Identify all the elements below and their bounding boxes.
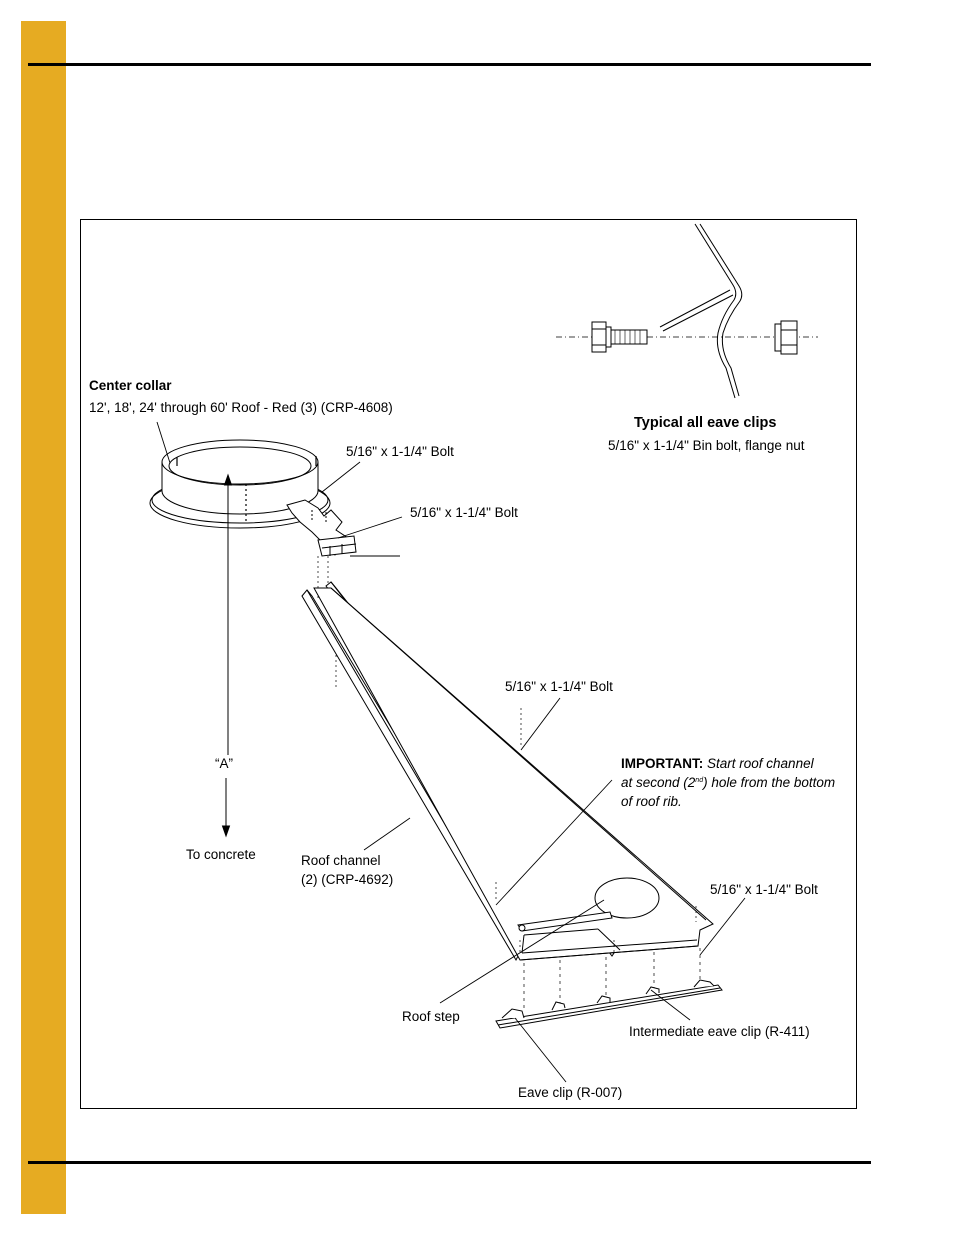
leader-lines	[156, 421, 746, 1083]
collar-bolt-label: 5/16" x 1-1/4" Bolt	[346, 444, 454, 459]
rib-top-bolt-label: 5/16" x 1-1/4" Bolt	[410, 505, 518, 520]
sidebar-color-tab	[21, 21, 66, 1214]
roof-panel	[313, 587, 714, 961]
eave-clips-description: 5/16" x 1-1/4" Bin bolt, flange nut	[608, 438, 805, 453]
roof-step	[517, 877, 660, 932]
intermediate-eave-clip-label: Intermediate eave clip (R-411)	[629, 1024, 810, 1039]
center-collar-description: 12', 18', 24' through 60' Roof - Red (3)…	[89, 400, 393, 415]
eave-clip-detail	[556, 223, 818, 399]
important-line2: at second (2nd) hole from the bottom	[621, 775, 836, 790]
channel-bolt-label: 5/16" x 1-1/4" Bolt	[505, 679, 613, 694]
roof-channel-label: Roof channel (2) (CRP-4692)	[301, 853, 394, 887]
footer-rule	[28, 1161, 871, 1164]
detail-flange-nut	[774, 320, 798, 355]
important-line3: of roof rib.	[621, 794, 682, 809]
rib-head-bracket	[286, 499, 357, 598]
detail-bolt	[591, 321, 648, 353]
detail-clip	[659, 223, 743, 399]
important-line1: Start roof channel	[707, 756, 814, 771]
important-note: IMPORTANT: Start roof channel at second …	[621, 754, 835, 811]
eave-clips-title: Typical all eave clips	[634, 415, 777, 431]
eave-clip-label: Eave clip (R-007)	[518, 1085, 623, 1100]
center-collar-title: Center collar	[89, 378, 172, 393]
header-rule	[28, 63, 871, 66]
eave-bolt-label: 5/16" x 1-1/4" Bolt	[710, 882, 818, 897]
dimension-a-label: “A”	[215, 756, 233, 771]
important-label: IMPORTANT:	[621, 756, 704, 771]
center-collar	[149, 439, 331, 529]
figure-frame	[80, 219, 857, 1109]
roof-step-label: Roof step	[402, 1009, 460, 1024]
dimension-a	[221, 473, 233, 838]
to-concrete-label: To concrete	[186, 847, 256, 862]
eave-assembly	[495, 948, 723, 1029]
